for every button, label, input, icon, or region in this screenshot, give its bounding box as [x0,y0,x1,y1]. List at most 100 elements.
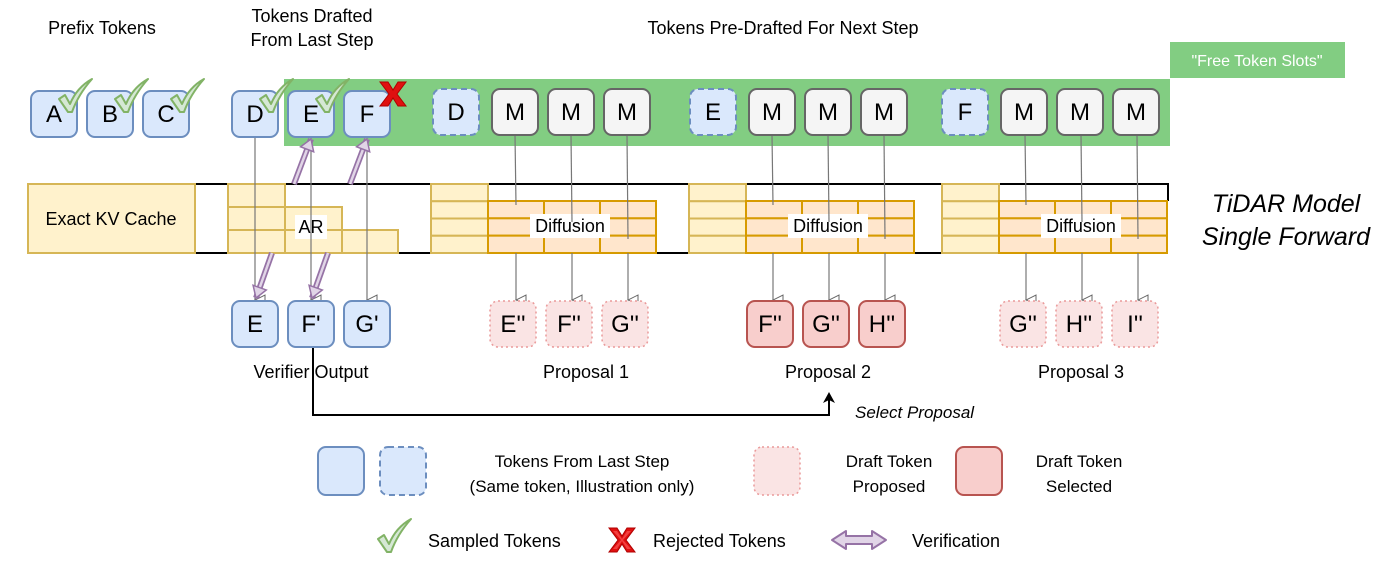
x-mark-icon [379,81,407,107]
verification-arrow [308,251,331,300]
token-label: G'' [1009,311,1037,338]
mask-token: M [748,88,796,136]
connector-line [514,134,517,206]
legend-selected-line2: Selected [1046,477,1112,496]
verifier-token: G' [343,300,391,348]
token-label: M [818,99,838,126]
kv-cell [430,217,489,237]
drafted-tokens: D E F [231,78,407,138]
kv-cell [941,217,1000,237]
kv-cache-label: Exact KV Cache [45,209,176,229]
kv-cell [430,234,489,254]
ar-cell [227,206,286,231]
connector-line [883,134,886,240]
diffusion-cell [1110,234,1168,254]
token-label: G' [355,311,378,338]
kv-cell [941,200,1000,220]
legend-last-step-line2: (Same token, Illustration only) [470,477,695,496]
mask-token: M [1056,88,1104,136]
proposal-tokens: E''F''G''F''G''H''G''H''I'' [489,300,1159,348]
legend-last-step-line1: Tokens From Last Step [495,452,670,471]
mask-token: M [860,88,908,136]
selected-draft-token: G'' [802,300,850,348]
token-label: D [447,99,464,126]
token-label: G'' [611,311,639,338]
checkmark-icon [170,78,205,113]
prefix-token-b: B [86,90,134,138]
token-label: G'' [812,311,840,338]
legend-checkmark-icon [377,518,412,553]
diffusion-cell [543,234,601,254]
kv-cell [688,183,747,203]
legend-sampled-label: Sampled Tokens [428,531,561,551]
mask-token: M [547,88,595,136]
verification-arrow [252,251,275,300]
diffusion-block-2: Diffusion [688,183,915,254]
drafted-token-d: D [231,90,279,138]
prefix-token-c: C [142,90,190,138]
token-label: E'' [500,311,525,338]
connector-line [827,134,830,223]
model-title-line1: TiDAR Model [1212,190,1362,218]
proposal-3-label: Proposal 3 [1038,362,1124,382]
connector-line [1136,134,1139,240]
mask-token: M [1000,88,1048,136]
mask-token: M [804,88,852,136]
mask-token: M [491,88,539,136]
token-label: M [617,99,637,126]
token-label: F' [301,311,320,338]
connector-line [771,134,774,206]
diffusion-block-3: Diffusion [941,183,1168,254]
mask-token: M [1112,88,1160,136]
proposal-2-label: Proposal 2 [785,362,871,382]
ar-cell [227,183,286,208]
ar-cell [227,229,286,254]
token-label: B [102,101,118,128]
token-label: E [303,101,319,128]
token-label: M [1126,99,1146,126]
predraft-lead-token: F [941,88,989,136]
diffusion-block-1: Diffusion [430,183,657,254]
selected-draft-token: F'' [746,300,794,348]
proposal-1-label: Proposal 1 [543,362,629,382]
legend-rejected-label: Rejected Tokens [653,531,786,551]
verifier-output-label: Verifier Output [253,362,368,382]
token-label: F [360,101,375,128]
mask-token: M [603,88,651,136]
predraft-lead-token: D [432,88,480,136]
connector-line [626,134,629,240]
legend-selected-line1: Draft Token [1036,452,1123,471]
proposal-3: G''H''I'' [999,300,1159,348]
verification-arrow [291,137,315,186]
token-label: H'' [869,311,896,338]
token-label: E [705,99,721,126]
legend-swatch-last-step [317,446,365,496]
kv-cell [688,234,747,254]
legend-swatch-selected [955,446,1003,496]
diffusion-cell [857,234,915,254]
token-label: H'' [1066,311,1093,338]
predraft-lead-token: E [689,88,737,136]
diffusion-cell [998,234,1056,254]
diffusion-cell [801,234,859,254]
legend: Tokens From Last Step (Same token, Illus… [317,446,1123,553]
token-label: F'' [758,311,782,338]
legend-x-mark-icon [608,527,636,553]
diffusion-label: Diffusion [1046,216,1116,236]
select-proposal-arrow [312,348,835,416]
legend-double-arrow-icon [831,530,887,550]
legend-proposed-line1: Draft Token [846,452,933,471]
token-label: D [246,101,263,128]
diffusion-label: Diffusion [793,216,863,236]
diffusion-cell [745,234,803,254]
kv-cell [941,183,1000,203]
select-proposal-label: Select Proposal [855,403,975,422]
token-label: M [561,99,581,126]
checkmark-icon [259,78,294,113]
token-label: C [157,101,174,128]
